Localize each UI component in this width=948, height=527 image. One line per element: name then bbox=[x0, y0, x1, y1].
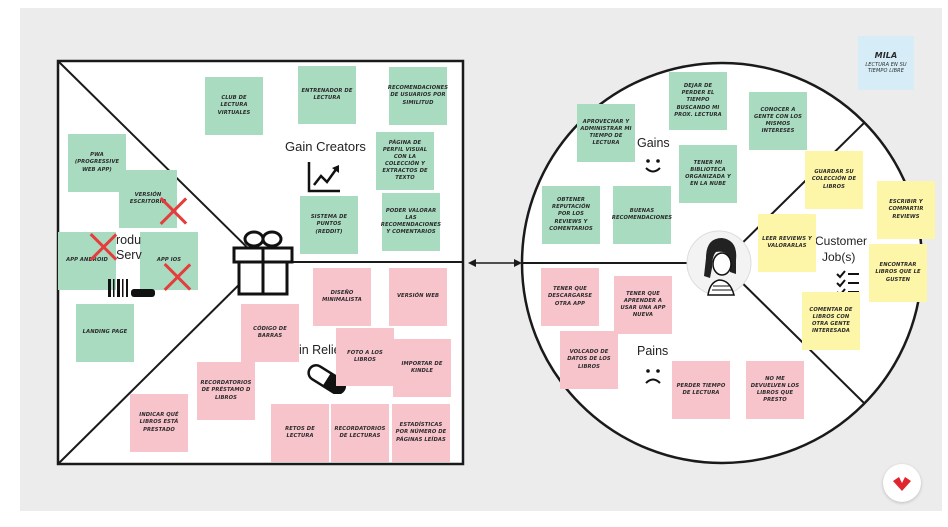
pain-note-learn-new-app: TENER QUE APRENDER A USAR UNA APP NUEVA bbox=[614, 276, 672, 334]
brand-logo-badge bbox=[883, 464, 921, 502]
pain-reliever-note-loan-reminders: RECORDATORIOS DE PRÉSTAMO D LIBROS bbox=[197, 362, 255, 420]
pain-reliever-note-minimal-design: DISEÑO MINIMALISTA bbox=[313, 268, 371, 326]
pain-note-lose-reading-time: PERDER TIEMPO DE LECTURA bbox=[672, 361, 730, 419]
circle-diagonal-bottom bbox=[721, 262, 865, 404]
barcode-icon bbox=[108, 279, 155, 297]
gains-label: Gains bbox=[637, 136, 670, 150]
person-avatar-icon bbox=[686, 230, 752, 296]
gain-note-reputation: OBTENER REPUTACIÓN POR LOS REVIEWS Y COM… bbox=[542, 186, 600, 244]
pain-reliever-note-kindle-import: IMPORTAR DE KINDLE bbox=[393, 339, 451, 397]
gift-icon bbox=[232, 230, 294, 296]
products-services-label-line1: rodu bbox=[116, 233, 142, 247]
job-note-save-collection: GUARDAR SU COLECCIÓN DE LIBROS bbox=[805, 151, 863, 209]
gain-creator-note-reading-coach: ENTRENADOR DE LECTURA bbox=[298, 66, 356, 124]
square-diagonal-top bbox=[57, 60, 263, 263]
gain-creator-note-points-system: SISTEMA DE PUNTOS (REDDIT) bbox=[300, 196, 358, 254]
pain-reliever-note-lent-books: INDICAR QUÉ LIBROS ESTÁ PRESTADO bbox=[130, 394, 188, 452]
job-note-find-books: ENCONTRAR LIBROS QUE LE GUSTEN bbox=[869, 244, 927, 302]
fit-arrow-left-head bbox=[468, 259, 476, 267]
crossed-out-mark-ios bbox=[162, 262, 192, 292]
gain-creator-note-recommendations: RECOMENDACIONES DE USUARIOS POR SIMILITU… bbox=[388, 67, 448, 125]
brand-logo-icon bbox=[893, 477, 911, 491]
fit-arrow-right-head bbox=[514, 259, 522, 267]
crossed-out-mark-desktop bbox=[158, 196, 188, 226]
gain-note-organized-library: TENER MI BIBLIOTECA ORGANIZADA Y EN LA N… bbox=[679, 145, 737, 203]
pain-note-download-app: TENER QUE DESCARGARSE OTRA APP bbox=[541, 268, 599, 326]
gain-note-meet-people: CONOCER A GENTE CON LOS MISMOS INTERESES bbox=[749, 92, 807, 150]
product-note-landing: LANDING PAGE bbox=[76, 304, 134, 362]
pain-reliever-note-book-photo: FOTO A LOS LIBROS bbox=[336, 328, 394, 386]
gain-note-manage-reading-time: APROVECHAR Y ADMINISTRAR MI TIEMPO DE LE… bbox=[577, 104, 635, 162]
customer-jobs-label-line1: Customer bbox=[815, 234, 868, 248]
job-note-read-reviews: LEER REVIEWS Y VALORARLAS bbox=[758, 214, 816, 272]
circle-diagonal-top bbox=[721, 122, 865, 264]
products-services-label-line2: Serv bbox=[116, 248, 142, 262]
job-note-write-reviews: ESCRIBIR Y COMPARTIR REVIEWS bbox=[877, 181, 935, 239]
product-note-pwa: PWA (PROGRESSIVE WEB APP) bbox=[68, 134, 126, 192]
pain-reliever-note-reading-challenges: RETOS DE LECTURA bbox=[271, 404, 329, 462]
pains-label: Pains bbox=[637, 344, 669, 358]
persona-description: LECTURA EN SU TIEMPO LIBRE bbox=[865, 61, 907, 75]
smile-icon bbox=[645, 159, 661, 173]
gain-creator-note-book-club: CLUB DE LECTURA VIRTUALES bbox=[205, 77, 263, 135]
pain-reliever-note-barcode: CÓDIGO DE BARRAS bbox=[241, 304, 299, 362]
persona-name: MILA bbox=[874, 50, 898, 60]
persona-note: MILA LECTURA EN SU TIEMPO LIBRE bbox=[858, 36, 914, 90]
gain-creators-label: Gain Creators bbox=[285, 139, 366, 154]
gain-creator-note-profile-page: PÁGINA DE PERFIL VISUAL CON LA COLECCIÓN… bbox=[376, 132, 434, 190]
gain-note-good-recommendations: BUENAS RECOMENDACIONES bbox=[612, 186, 672, 244]
pill-icon bbox=[307, 364, 347, 394]
chart-icon bbox=[307, 162, 340, 193]
pain-relievers-label: ain Relie bbox=[292, 343, 341, 357]
pain-reliever-note-web-version: VERSIÓN WEB bbox=[389, 268, 447, 326]
square-diagonal-bottom bbox=[57, 261, 263, 465]
pain-reliever-note-page-stats: ESTADÍSTICAS POR NÚMERO DE PÁGINAS LEÍDA… bbox=[392, 404, 450, 462]
pain-reliever-note-reading-reminders: RECORDATORIOS DE LECTURAS bbox=[331, 404, 389, 462]
gain-note-stop-wasting-time: DEJAR DE PERDER EL TIEMPO BUSCANDO MI PR… bbox=[669, 72, 727, 130]
frown-icon bbox=[645, 369, 661, 384]
customer-jobs-label-line2: Job(s) bbox=[822, 250, 856, 264]
pain-note-books-not-returned: NO ME DEVUELVEN LOS LIBROS QUE PRESTO bbox=[746, 361, 804, 419]
crossed-out-mark-android bbox=[88, 232, 118, 262]
gain-creator-note-rate-comments: PODER VALORAR LAS RECOMENDACIONES Y COME… bbox=[381, 193, 441, 251]
job-note-comment-books: COMENTAR DE LIBROS CON OTRA GENTE INTERE… bbox=[802, 292, 860, 350]
pain-note-data-entry: VOLCADO DE DATOS DE LOS LIBROS bbox=[560, 331, 618, 389]
